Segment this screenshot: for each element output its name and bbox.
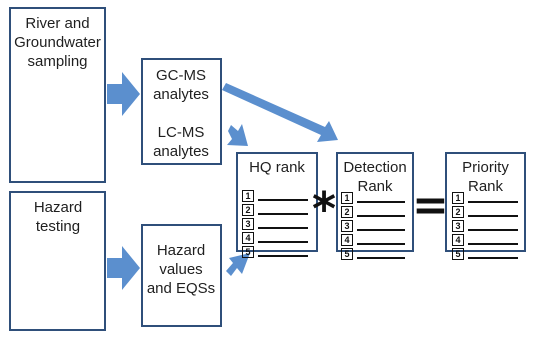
sampling-box	[9, 7, 106, 183]
arrow-gcms-to-detection	[222, 83, 338, 142]
sampling-label: River and Groundwater sampling	[14, 15, 101, 70]
detection-rank-title: Detection Rank	[343, 159, 407, 195]
rank-number: 2	[341, 206, 353, 218]
arrow-sampling-to-analytes	[107, 72, 140, 116]
rank-number: 5	[242, 246, 254, 258]
hazard-values-label: Hazard values and EQSs	[146, 242, 216, 297]
rank-number: 3	[341, 220, 353, 232]
hq-rank-title: HQ rank	[249, 159, 305, 176]
analytes-box	[141, 58, 222, 165]
gcms-label: GC-MS analytes	[153, 67, 209, 103]
rank-number: 5	[341, 248, 353, 260]
rank-number: 4	[341, 234, 353, 246]
rank-number: 3	[452, 220, 464, 232]
lcms-label: LC-MS analytes	[153, 124, 209, 160]
rank-number: 1	[452, 192, 464, 204]
arrow-hazard-values-to-hqrank	[226, 253, 250, 276]
hazard-values-box	[141, 224, 222, 327]
arrow-hazard-to-values	[107, 246, 140, 290]
arrow-lcms-to-hqrank	[227, 124, 248, 146]
hazard-testing-box	[9, 191, 106, 331]
rank-number: 1	[341, 192, 353, 204]
rank-number: 3	[242, 218, 254, 230]
rank-number: 1	[242, 190, 254, 202]
equals-operator: =	[412, 180, 449, 231]
rank-number: 5	[452, 248, 464, 260]
multiply-operator: *	[312, 182, 337, 236]
rank-number: 4	[242, 232, 254, 244]
rank-number: 4	[452, 234, 464, 246]
priority-rank-title: Priority Rank	[462, 159, 509, 195]
hq-rank-box	[236, 152, 318, 252]
rank-number: 2	[242, 204, 254, 216]
rank-number: 2	[452, 206, 464, 218]
hazard-testing-label: Hazard testing	[33, 199, 83, 235]
